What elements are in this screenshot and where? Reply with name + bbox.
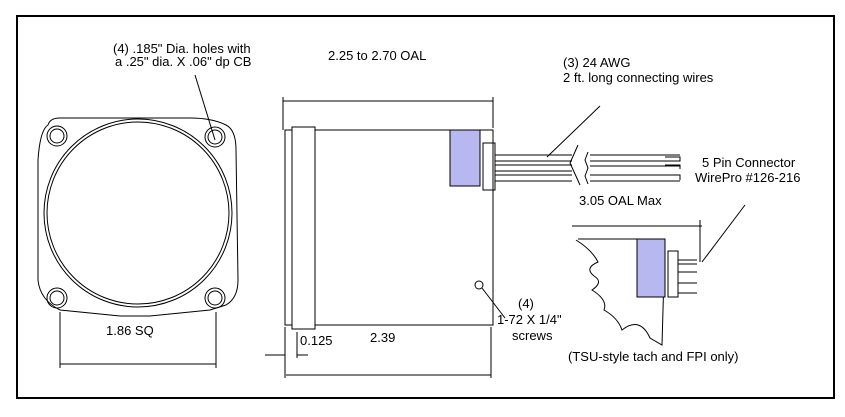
holes-note-line1: (4) .185" Dia. holes with: [113, 41, 251, 56]
detail-sensor-block: [636, 238, 666, 298]
oal-max-dimension: 3.05 OAL Max: [579, 193, 662, 208]
screws-note-line1: (4): [518, 296, 534, 311]
holes-note-line2: a .25" dia. X .06" dp CB: [115, 54, 251, 69]
body-length-dimension: 2.39: [370, 330, 395, 345]
wires-note-line1: (3) 24 AWG: [563, 55, 630, 70]
square-dimension: 1.86 SQ: [106, 323, 154, 338]
connector-note-line1: 5 Pin Connector: [702, 155, 796, 170]
oal-dimension: 2.25 to 2.70 OAL: [328, 48, 426, 63]
front-view: [37, 74, 239, 368]
wires-note-line2: 2 ft. long connecting wires: [563, 70, 714, 85]
connector-detail: [572, 204, 746, 346]
drawing-border: [16, 15, 835, 399]
connector-note-line2: WirePro #126-216: [695, 170, 801, 185]
wires: [495, 105, 681, 186]
sensor-block: [449, 129, 481, 187]
screws-note-line2: 1-72 X 1/4": [497, 312, 562, 327]
flange-dimension: 0.125: [300, 333, 333, 348]
screws-note-line3: screws: [512, 328, 553, 343]
detail-caption: (TSU-style tach and FPI only): [568, 349, 739, 364]
side-view: [265, 97, 506, 378]
